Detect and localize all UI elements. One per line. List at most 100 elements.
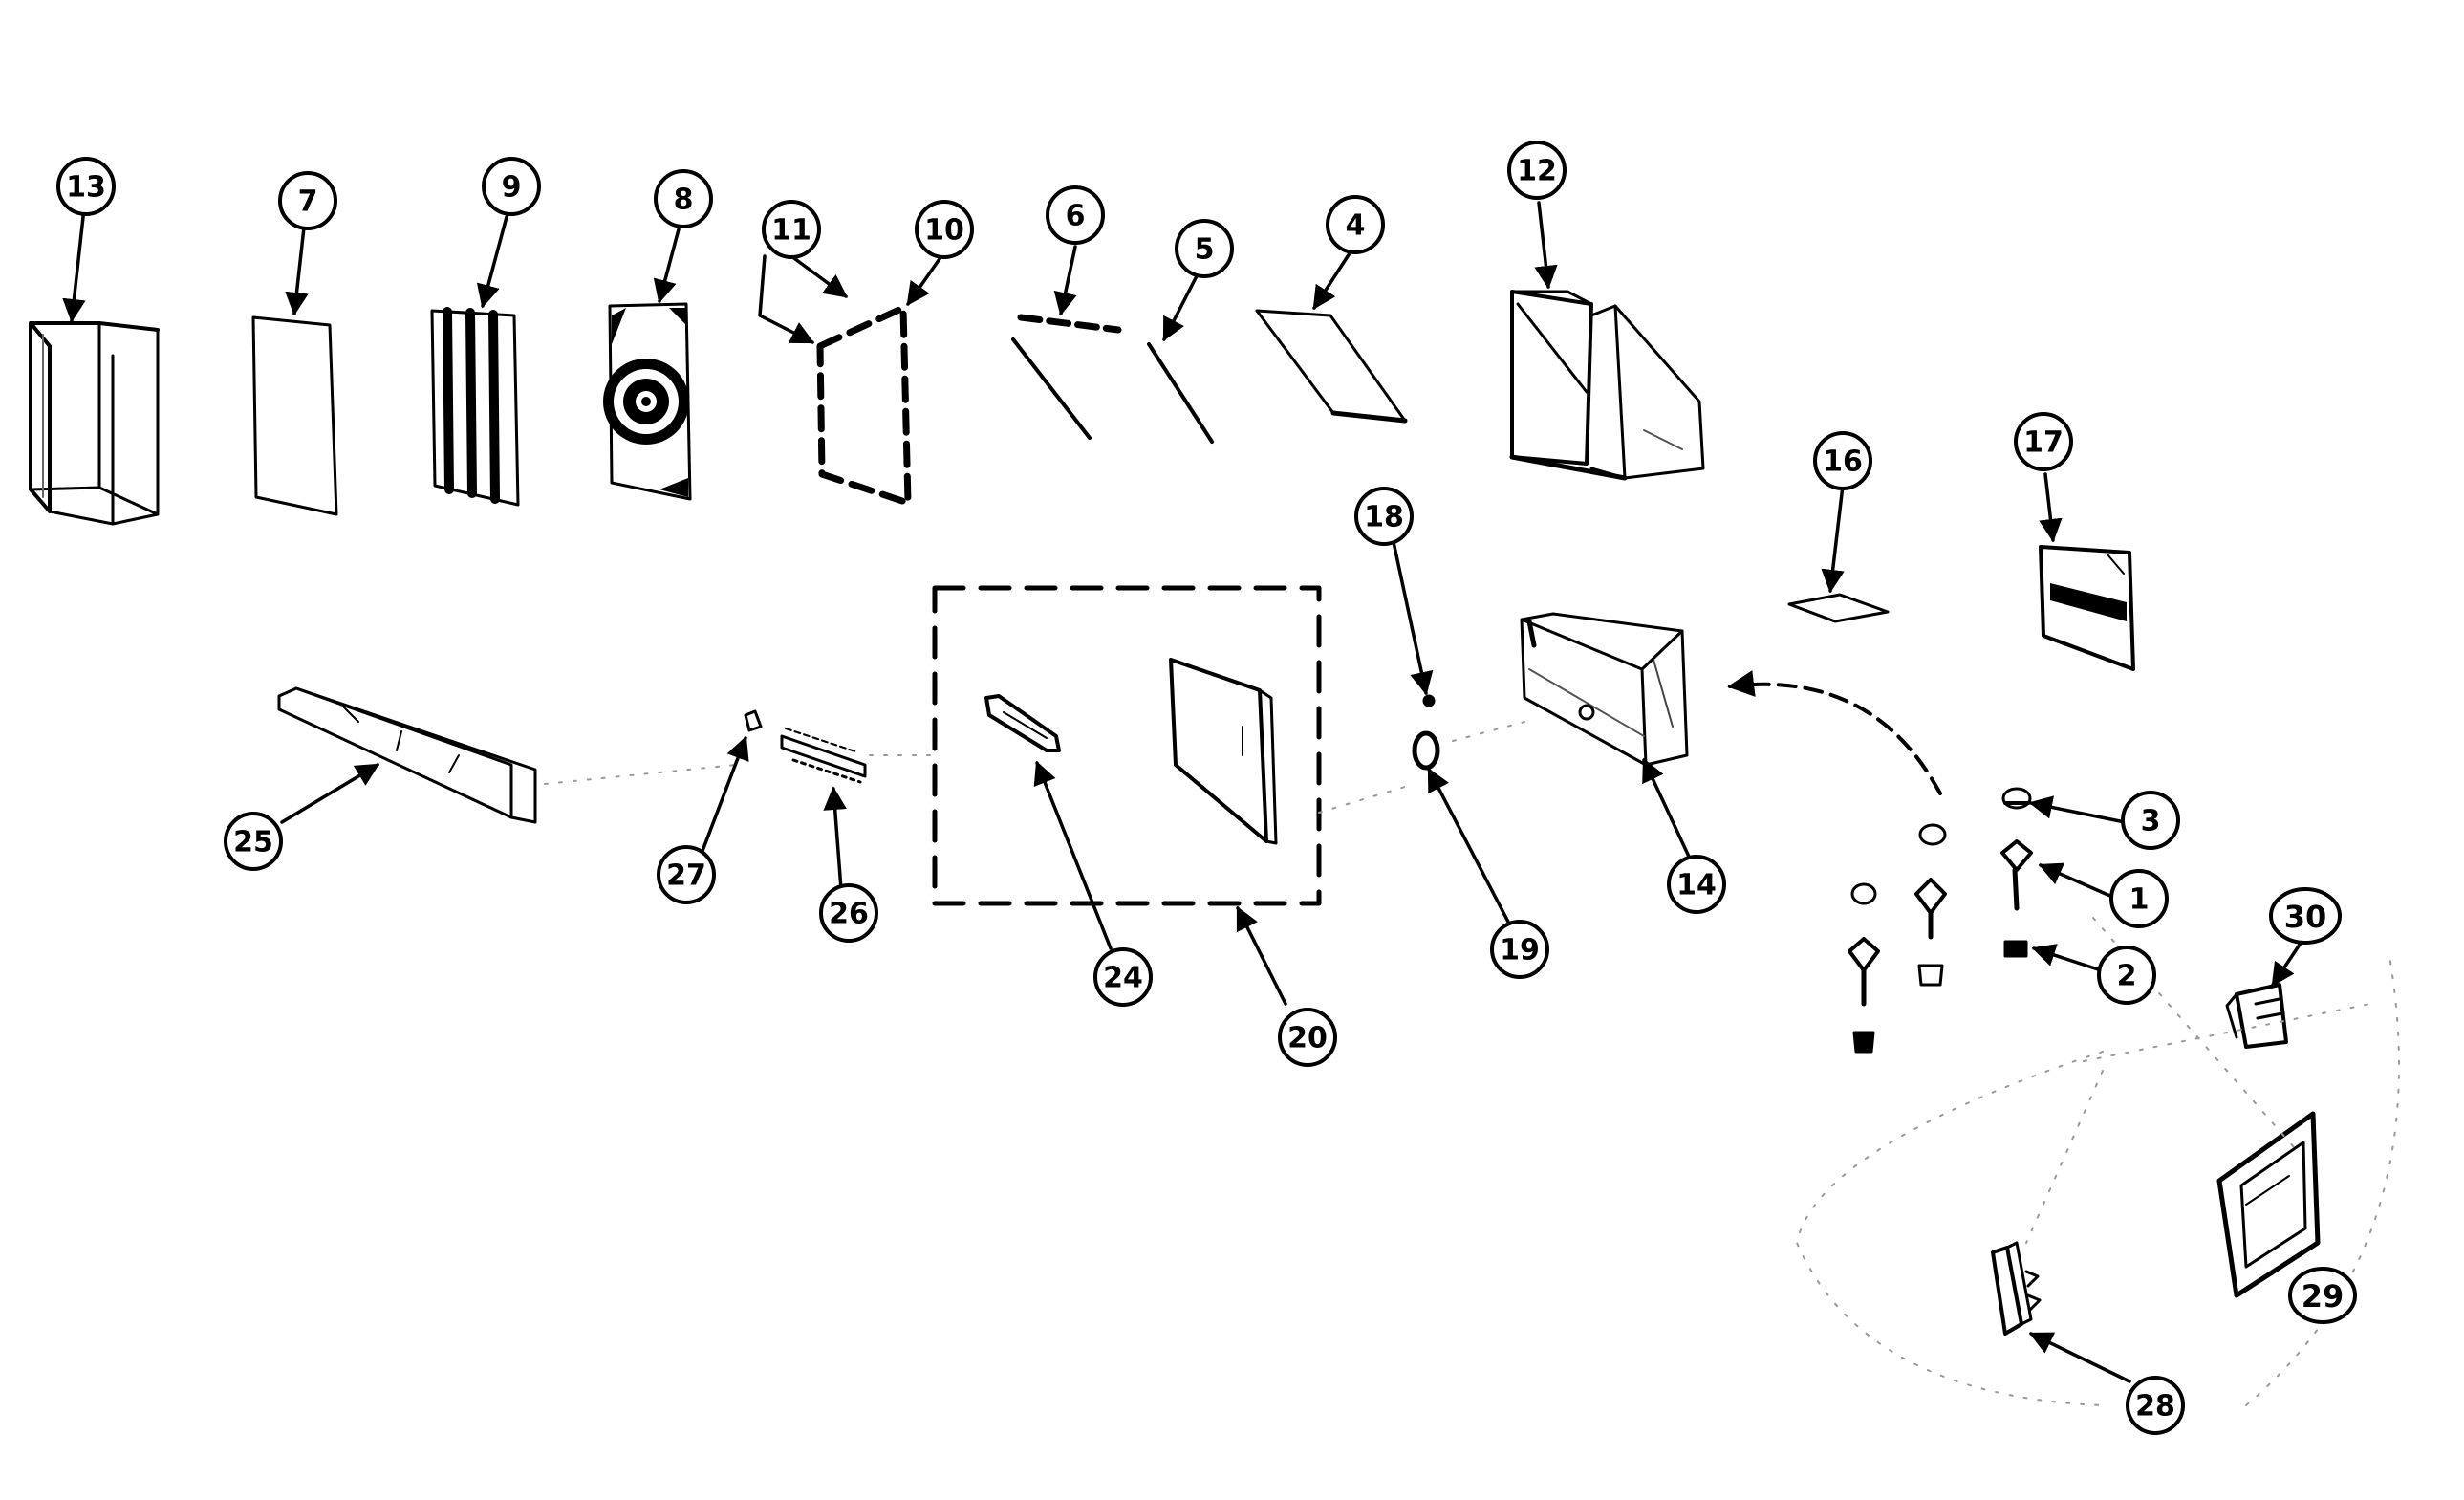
part-26-terminal-strip	[780, 728, 867, 784]
callout-24: 24	[1093, 947, 1153, 1007]
svg-text:5: 5	[1195, 233, 1215, 267]
part-1-bolt	[2000, 839, 2033, 911]
callout-1: 1	[2109, 869, 2169, 928]
svg-text:4: 4	[1346, 209, 1366, 243]
part-25-long-bar	[277, 686, 537, 824]
arrow-18	[1392, 540, 1434, 696]
callout-7: 7	[278, 171, 337, 230]
arrow-14	[1642, 757, 1692, 860]
part-24-bracket	[984, 694, 1061, 752]
svg-text:1: 1	[2129, 883, 2150, 917]
arrow-11a	[789, 254, 848, 298]
svg-text:12: 12	[1517, 155, 1557, 188]
arrow-6	[1053, 245, 1077, 316]
part-13-cabinet-frame	[29, 321, 160, 526]
svg-text:6: 6	[1066, 200, 1086, 233]
part-10-11-dashed-frame	[816, 304, 912, 507]
arrow-10	[906, 254, 943, 307]
part-20-board-panel	[1169, 658, 1278, 845]
arrow-24	[1033, 760, 1113, 950]
callout-6: 6	[1046, 185, 1105, 245]
callout-4: 4	[1326, 195, 1385, 254]
arrow-4	[1312, 251, 1351, 311]
arrow-8	[653, 228, 681, 304]
callout-12: 12	[1507, 141, 1567, 200]
arrow-27	[701, 735, 749, 853]
svg-text:26: 26	[829, 898, 869, 931]
part-6-rod	[1011, 314, 1122, 440]
svg-text:7: 7	[298, 185, 318, 219]
callout-2: 2	[2097, 946, 2156, 1005]
part-12-crt-cover	[1509, 290, 1705, 481]
arrow-17	[2039, 472, 2063, 543]
callout-11: 11	[762, 200, 821, 259]
callout-layer: 13 7 9 8 11 10 6 5	[56, 141, 2357, 1435]
svg-text:27: 27	[666, 859, 706, 893]
svg-text:10: 10	[924, 214, 964, 248]
guide-lines	[544, 721, 2400, 1406]
arrow-28	[2028, 1332, 2131, 1383]
svg-text:20: 20	[1287, 1022, 1328, 1055]
part-29-frame	[2216, 1111, 2321, 1298]
svg-text:18: 18	[1364, 501, 1404, 534]
arrow-19	[1427, 767, 1512, 927]
part-20-group-box	[932, 585, 1322, 906]
callout-30: 30	[2269, 887, 2342, 945]
callout-20: 20	[1278, 1008, 1337, 1067]
arrow-5	[1162, 269, 1201, 342]
svg-text:8: 8	[674, 184, 694, 217]
callout-17: 17	[2014, 412, 2073, 471]
arrow-7	[285, 226, 309, 316]
svg-text:16: 16	[1823, 446, 1863, 479]
part-2-washer	[2003, 940, 2028, 958]
callout-13: 13	[56, 157, 116, 216]
svg-text:30: 30	[2284, 899, 2327, 935]
part-27-small-clip	[744, 709, 763, 732]
callout-16: 16	[1813, 431, 1872, 490]
arrow-26	[823, 786, 847, 891]
part-9-striped-panel	[430, 307, 520, 507]
svg-text:2: 2	[2117, 960, 2137, 993]
arrow-12	[1534, 201, 1558, 290]
arrow-3	[2028, 795, 2127, 824]
callout-3: 3	[2121, 791, 2180, 850]
svg-text:29: 29	[2302, 1278, 2345, 1315]
arrow-13	[62, 207, 86, 323]
arrow-30	[2271, 940, 2303, 988]
callout-25: 25	[224, 812, 283, 871]
part-8-speaker-panel	[603, 302, 692, 501]
arrow-16	[1821, 484, 1845, 594]
svg-text:14: 14	[1676, 869, 1717, 902]
leader-arrows	[62, 201, 2303, 1383]
svg-text:19: 19	[1500, 934, 1540, 967]
callout-10: 10	[915, 200, 974, 259]
arrow-20	[1236, 905, 1287, 1006]
part-7-panel	[251, 315, 338, 516]
arrow-11b	[758, 254, 815, 344]
svg-text:13: 13	[66, 171, 106, 205]
part-19-ring	[1412, 730, 1440, 771]
part-30-bracket	[2225, 983, 2288, 1049]
hardware-set-left	[1848, 882, 1880, 1054]
callout-28: 28	[2126, 1376, 2185, 1435]
svg-text:24: 24	[1103, 962, 1143, 995]
callout-9: 9	[482, 157, 541, 216]
callout-26: 26	[819, 883, 878, 943]
arrow-1	[2038, 862, 2114, 899]
svg-text:9: 9	[502, 171, 522, 205]
part-18-screw	[1422, 694, 1436, 707]
arrow-9	[476, 215, 508, 309]
hardware-set-middle	[1914, 823, 1947, 987]
svg-text:3: 3	[2141, 805, 2161, 838]
arrow-2	[2031, 944, 2103, 972]
callout-8: 8	[654, 169, 713, 228]
part-17-circuit-board	[2039, 545, 2135, 671]
svg-text:17: 17	[2023, 426, 2064, 460]
callout-27: 27	[657, 845, 716, 904]
part-4-glass-plate	[1255, 309, 1408, 424]
part-28-connector	[1991, 1241, 2042, 1336]
arrow-25	[280, 763, 380, 824]
callout-19: 19	[1490, 920, 1549, 979]
dashed-curve-arrow	[1727, 670, 1942, 795]
